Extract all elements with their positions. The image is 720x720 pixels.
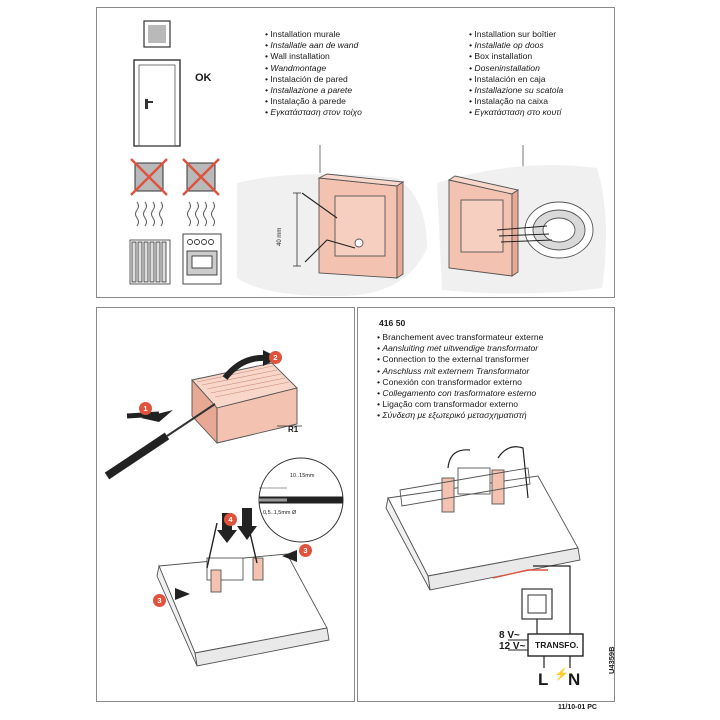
wall-installation-list: Installation murale Installatie aan de w… <box>265 29 362 119</box>
transformer-it: Collegamento con trasformatore esterno <box>377 388 543 399</box>
wiring-illustration <box>104 350 344 667</box>
wall-installation-en: Wall installation <box>265 51 362 62</box>
box-installation-it: Installazione su scatola <box>469 85 563 96</box>
box-installation-en: Box installation <box>469 51 563 62</box>
wall-installation-pt: Instalação à parede <box>265 96 362 107</box>
transformer-de: Anschluss mit externem Transformator <box>377 366 543 377</box>
device-base <box>156 553 330 667</box>
transformer-en: Connection to the external transformer <box>377 354 543 365</box>
box-installation-de: Doseninstallation <box>469 63 563 74</box>
box-installation-es: Instalación en caja <box>469 74 563 85</box>
step-1-badge: 1 <box>139 402 152 415</box>
wall-and-box-installation-panel: OK Installation murale Installatie aan d… <box>96 7 615 298</box>
wall-installation-fr: Installation murale <box>265 29 362 40</box>
transformer-box <box>527 633 584 657</box>
transformer-es: Conexión con transformador externo <box>377 377 543 388</box>
wall-mounted-device <box>317 173 405 279</box>
line-terminal-label: L <box>538 670 549 689</box>
wall-installation-es: Instalación de pared <box>265 74 362 85</box>
voltage-12v: 12 V~ <box>499 641 526 652</box>
crossed-box-left-icon <box>130 158 168 196</box>
step-3-badge-left: 3 <box>153 594 166 607</box>
stove-icon <box>182 233 222 285</box>
box-installation-list: Installation sur boîtier Installatie op … <box>469 29 563 119</box>
box-installation-fr: Installation sur boîtier <box>469 29 563 40</box>
transformer-pt: Ligação com transformador externo <box>377 399 543 410</box>
transformer-gr: Σύνδεση με εξωτερικό μετασχηματιστή <box>377 410 543 421</box>
transformer-label: TRANSFO. <box>535 640 579 650</box>
wall-installation-nl: Installatie aan de wand <box>265 40 362 51</box>
box-installation-gr: Εγκατάσταση στο κουτί <box>469 107 563 118</box>
external-transformer-list: Branchement avec transformateur externe … <box>377 332 543 422</box>
crossed-box-right-icon <box>182 158 220 196</box>
r1-label: R1 <box>288 425 299 434</box>
radiator-icon <box>129 239 171 285</box>
document-reference: U4359B <box>607 646 616 674</box>
voltage-8v: 8 V~ <box>499 630 520 641</box>
step-2-badge: 2 <box>269 351 282 364</box>
wire-gauge-label: 0,5..1,5mm Ø <box>263 510 297 516</box>
model-number: 416 50 <box>379 318 406 328</box>
wall-installation-de: Wandmontage <box>265 63 362 74</box>
transformer-nl: Aansluiting met uitwendige transformator <box>377 343 543 354</box>
ok-label: OK <box>195 72 212 84</box>
installation-illustration <box>129 20 606 297</box>
step-4-badge: 4 <box>224 513 237 526</box>
transformer-fr: Branchement avec transformateur externe <box>377 332 543 343</box>
wall-installation-gr: Εγκατάσταση στον τοίχο <box>265 107 361 118</box>
lightning-icon: ⚡ <box>554 667 569 681</box>
dimension-label: 40 mm <box>277 227 283 246</box>
external-transformer-panel: 416 50 Branchement avec transformateur e… <box>357 307 615 702</box>
transformer-wiring-illustration <box>385 446 584 668</box>
wall-installation-it: Installazione a parete <box>265 85 362 96</box>
step-3-badge-right: 3 <box>299 544 312 557</box>
box-installation-pt: Instalação na caixa <box>469 96 563 107</box>
box-installation-nl: Installatie op doos <box>469 40 563 51</box>
document-date-code: 11/10-01 PC <box>558 704 597 711</box>
device-base-open <box>385 467 581 591</box>
device-cover <box>191 362 298 445</box>
cover-removal-and-wiring-panel: 1 2 3 3 4 R1 10..15mm 0,5..1,5mm Ø <box>96 307 355 702</box>
neutral-terminal-label: N <box>568 670 581 689</box>
strip-length-label: 10..15mm <box>290 473 315 479</box>
